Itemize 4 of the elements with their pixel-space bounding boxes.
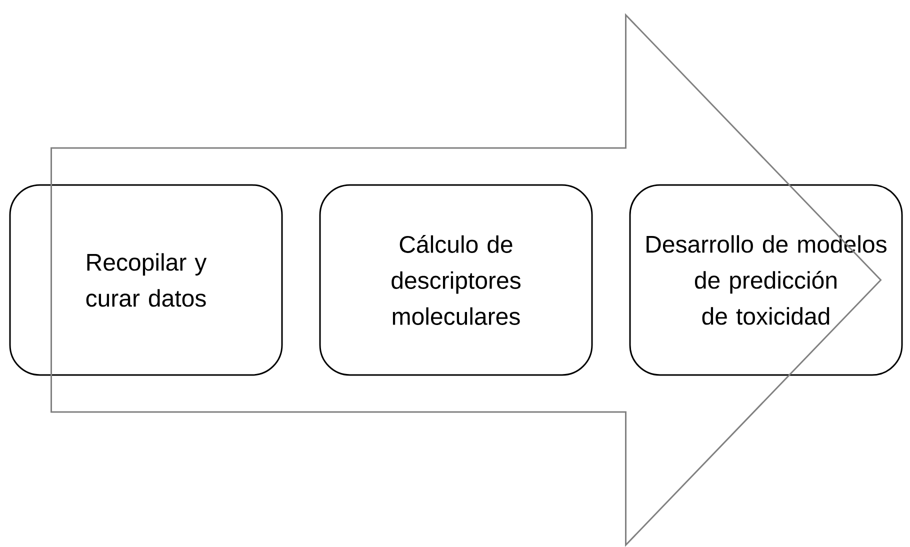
- process-box: Recopilar y curar datos: [9, 184, 283, 376]
- block-arrow: [50, 13, 882, 547]
- process-box: Desarrollo de modelos de predicción de toxicidad: [629, 184, 903, 376]
- process-box: Cálculo de descriptores moleculares: [319, 184, 593, 376]
